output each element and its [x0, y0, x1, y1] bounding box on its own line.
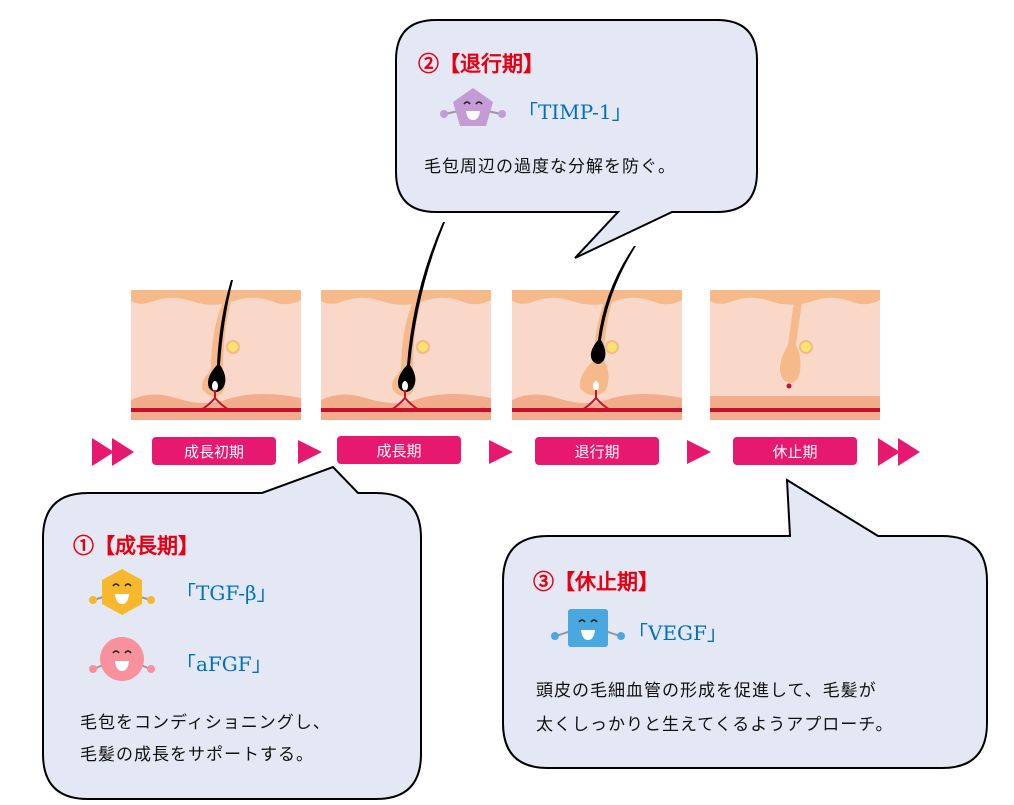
panel-telogen	[710, 290, 880, 420]
panel-anagen	[321, 222, 491, 420]
stage-label-early-anagen: 成長初期	[152, 437, 276, 465]
telogen-description-line2: 太くしっかりと生えてくるようアプローチ。	[536, 715, 894, 735]
double-arrow-icon	[92, 438, 134, 466]
bubble-growth	[42, 465, 422, 800]
pentagon-character-icon	[440, 88, 506, 126]
factor-afgf: 「aFGF」	[176, 652, 272, 676]
stage-label-catagen: 退行期	[535, 437, 659, 465]
arrow-icon	[489, 440, 513, 464]
bubble-telogen	[502, 478, 988, 769]
double-arrow-icon	[878, 438, 920, 466]
factor-tgf-beta: 「TGF-β」	[176, 581, 277, 605]
arrow-icon	[298, 440, 322, 464]
factor-timp1: 「TIMP-1」	[518, 100, 632, 124]
telogen-title: ③【休止期】	[533, 569, 659, 594]
catagen-description: 毛包周辺の過度な分解を防ぐ。	[424, 157, 676, 177]
growth-description-line2: 毛髪の成長をサポートする。	[80, 745, 314, 765]
growth-title: ①【成長期】	[73, 533, 199, 558]
square-character-icon	[551, 609, 625, 647]
stage-label-telogen: 休止期	[733, 437, 857, 465]
circle-character-icon	[89, 637, 155, 681]
panel-catagen	[512, 246, 682, 420]
catagen-title: ②【退行期】	[418, 51, 544, 76]
hexagon-character-icon	[89, 569, 155, 615]
telogen-description-line1: 頭皮の毛細血管の形成を促進して、毛髪が	[536, 681, 877, 701]
factor-vegf: 「VEGF」	[628, 621, 727, 645]
stage-label-anagen: 成長期	[337, 436, 461, 464]
arrow-icon	[687, 440, 711, 464]
panel-early-anagen	[131, 280, 301, 420]
bubble-catagen	[395, 19, 758, 259]
growth-description-line1: 毛包をコンディショニングし、	[80, 713, 331, 733]
